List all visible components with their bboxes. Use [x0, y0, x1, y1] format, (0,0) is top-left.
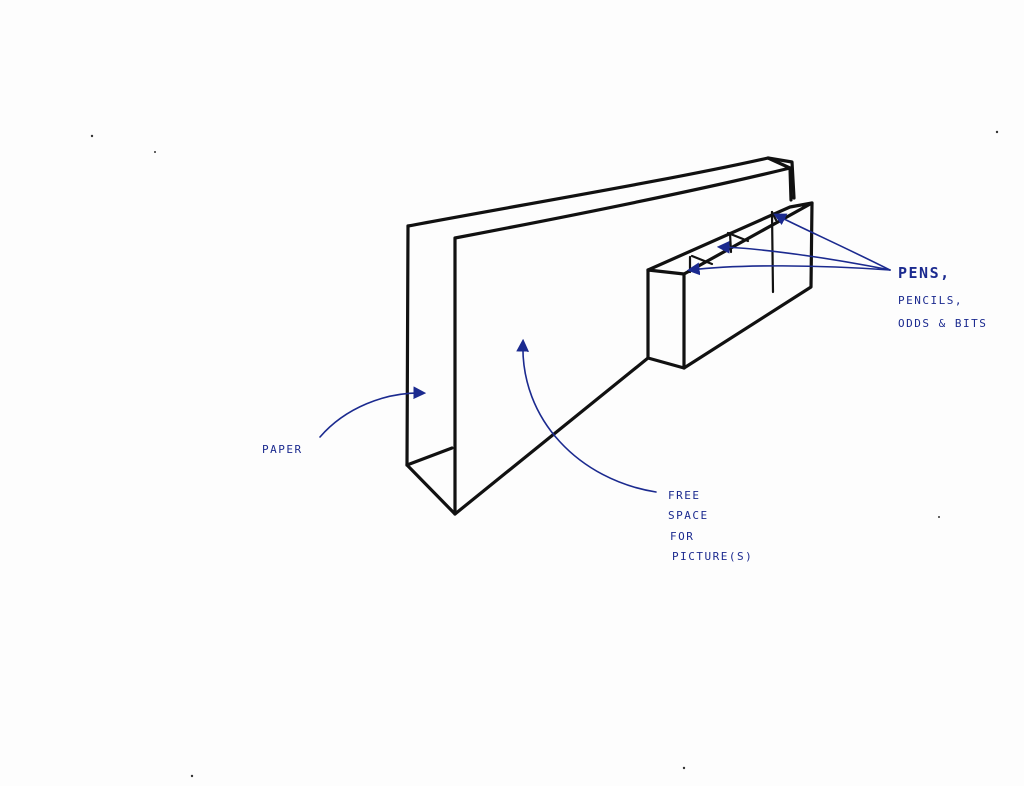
free-space-arrow: [516, 338, 657, 493]
scan-speck: [190, 774, 194, 778]
front-board-outline: [453, 166, 793, 516]
pen-box-inner-wall: [770, 210, 775, 294]
scan-speck: [682, 766, 686, 770]
back-board-left-edge: [405, 224, 410, 467]
free-space-label-line-4: Picture(s): [672, 550, 754, 563]
pens-arrow-1: [773, 213, 891, 271]
back-board-outline: [406, 156, 796, 228]
scan-speck: [938, 516, 940, 518]
free-space-label-line-2: Space: [668, 509, 709, 522]
pens-label-line-1: Pens,: [898, 264, 951, 282]
pen-box-side: [682, 201, 814, 370]
paper-label: Paper: [262, 443, 303, 456]
pens-arrow-3: [686, 262, 891, 276]
scan-speck: [154, 151, 156, 153]
pen-box-top: [646, 201, 814, 276]
free-space-label-line-1: Free: [668, 489, 701, 502]
free-space-label-line-3: For: [670, 530, 695, 543]
scan-speck: [90, 134, 94, 138]
scan-speck: [995, 130, 999, 134]
paper-arrow: [319, 386, 427, 438]
pens-arrow-2: [716, 240, 891, 271]
pens-label-line-3: Odds & Bits: [898, 317, 988, 330]
pen-box-front: [646, 268, 686, 370]
pens-label-line-2: Pencils,: [898, 294, 963, 307]
board-base: [405, 446, 457, 516]
board-top-rim: [766, 156, 792, 170]
